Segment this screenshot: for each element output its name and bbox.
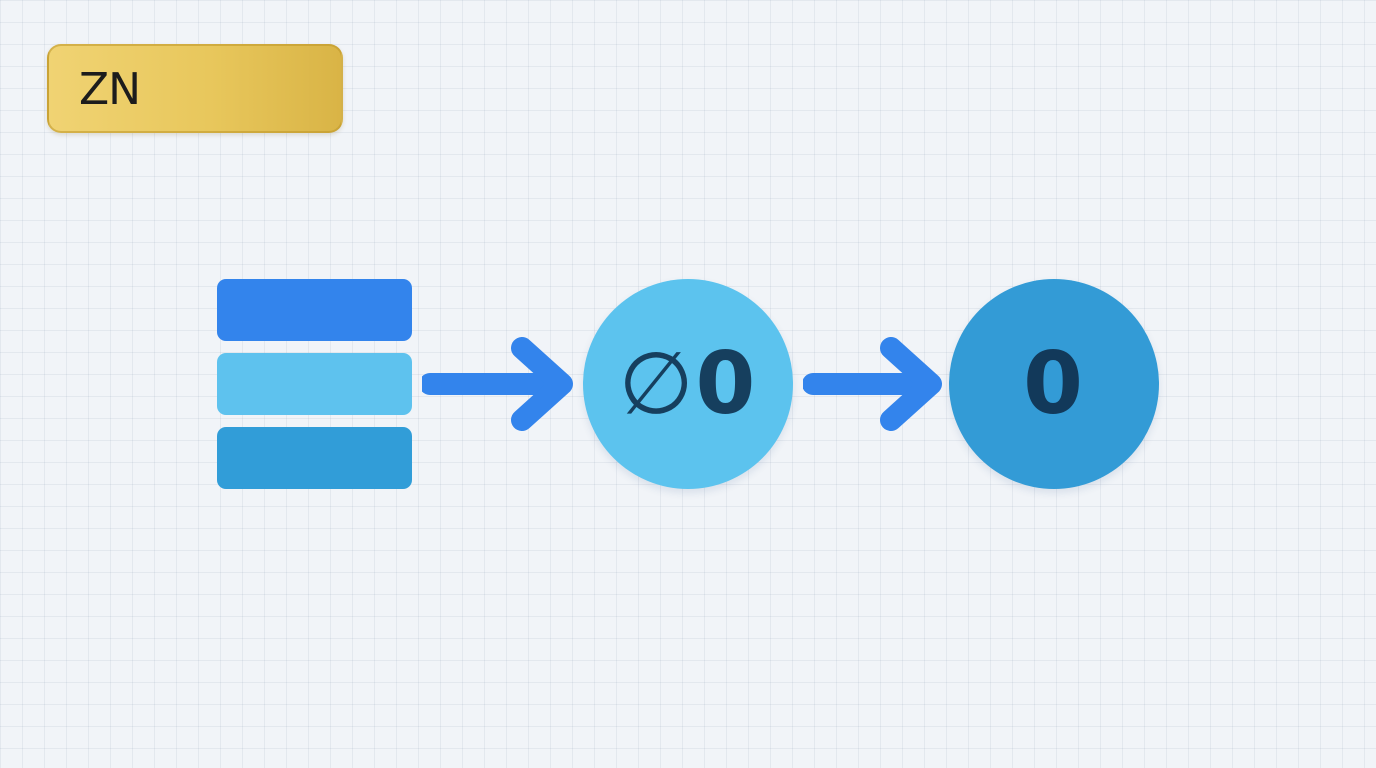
- node-2-value: 0: [1023, 334, 1085, 434]
- stack-layer-top: [217, 279, 412, 341]
- node-1-label: ∅0: [619, 341, 758, 427]
- stack-layer-bottom: [217, 427, 412, 489]
- empty-zero-node: ∅0: [583, 279, 793, 489]
- stack-layer-middle: [217, 353, 412, 415]
- arrow-right-icon: [422, 337, 573, 431]
- arrow-right-icon: [803, 337, 942, 431]
- empty-set-symbol: ∅: [618, 334, 696, 434]
- zn-badge: ZN: [47, 44, 343, 133]
- node-1-value: 0: [695, 334, 758, 434]
- zero-node: 0: [949, 279, 1159, 489]
- badge-label: ZN: [79, 64, 141, 115]
